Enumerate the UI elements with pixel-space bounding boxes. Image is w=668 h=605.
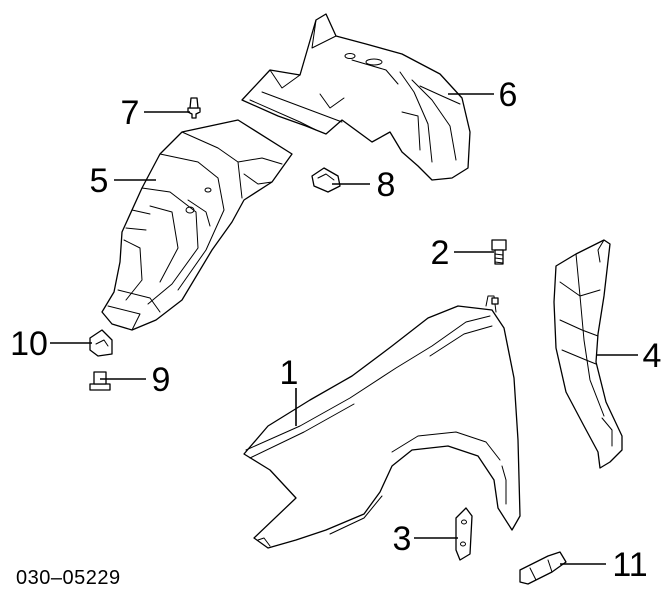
- part-2-bolt: [491, 239, 507, 265]
- part-11-bracket: [519, 551, 567, 585]
- part-8-clip-nut: [311, 167, 341, 193]
- callout-3: 3: [393, 520, 412, 558]
- part-1-front-fender: [243, 295, 521, 549]
- part-7-clip: [187, 97, 201, 119]
- callout-2: 2: [431, 234, 450, 272]
- callout-10: 10: [10, 325, 48, 363]
- callout-9: 9: [152, 361, 171, 399]
- part-10-clip-nut: [89, 329, 113, 357]
- part-4-fender-seal: [553, 239, 623, 469]
- part-3-bracket: [455, 507, 473, 561]
- callout-labels: 1 2 3 4 5 6 7 8 9 10 11: [10, 76, 661, 584]
- callout-6: 6: [499, 76, 518, 114]
- callout-11: 11: [612, 546, 647, 584]
- callout-5: 5: [90, 162, 109, 200]
- callout-7: 7: [121, 94, 140, 132]
- part-9-push-clip: [89, 371, 111, 391]
- part-6-rear-fender-liner: [241, 13, 471, 181]
- diagram-code: 030–05229: [16, 567, 121, 589]
- leader-lines: [50, 93, 638, 565]
- part-5-front-fender-liner: [101, 119, 293, 331]
- callout-1: 1: [280, 354, 299, 392]
- callout-8: 8: [377, 166, 396, 204]
- callout-4: 4: [643, 337, 662, 375]
